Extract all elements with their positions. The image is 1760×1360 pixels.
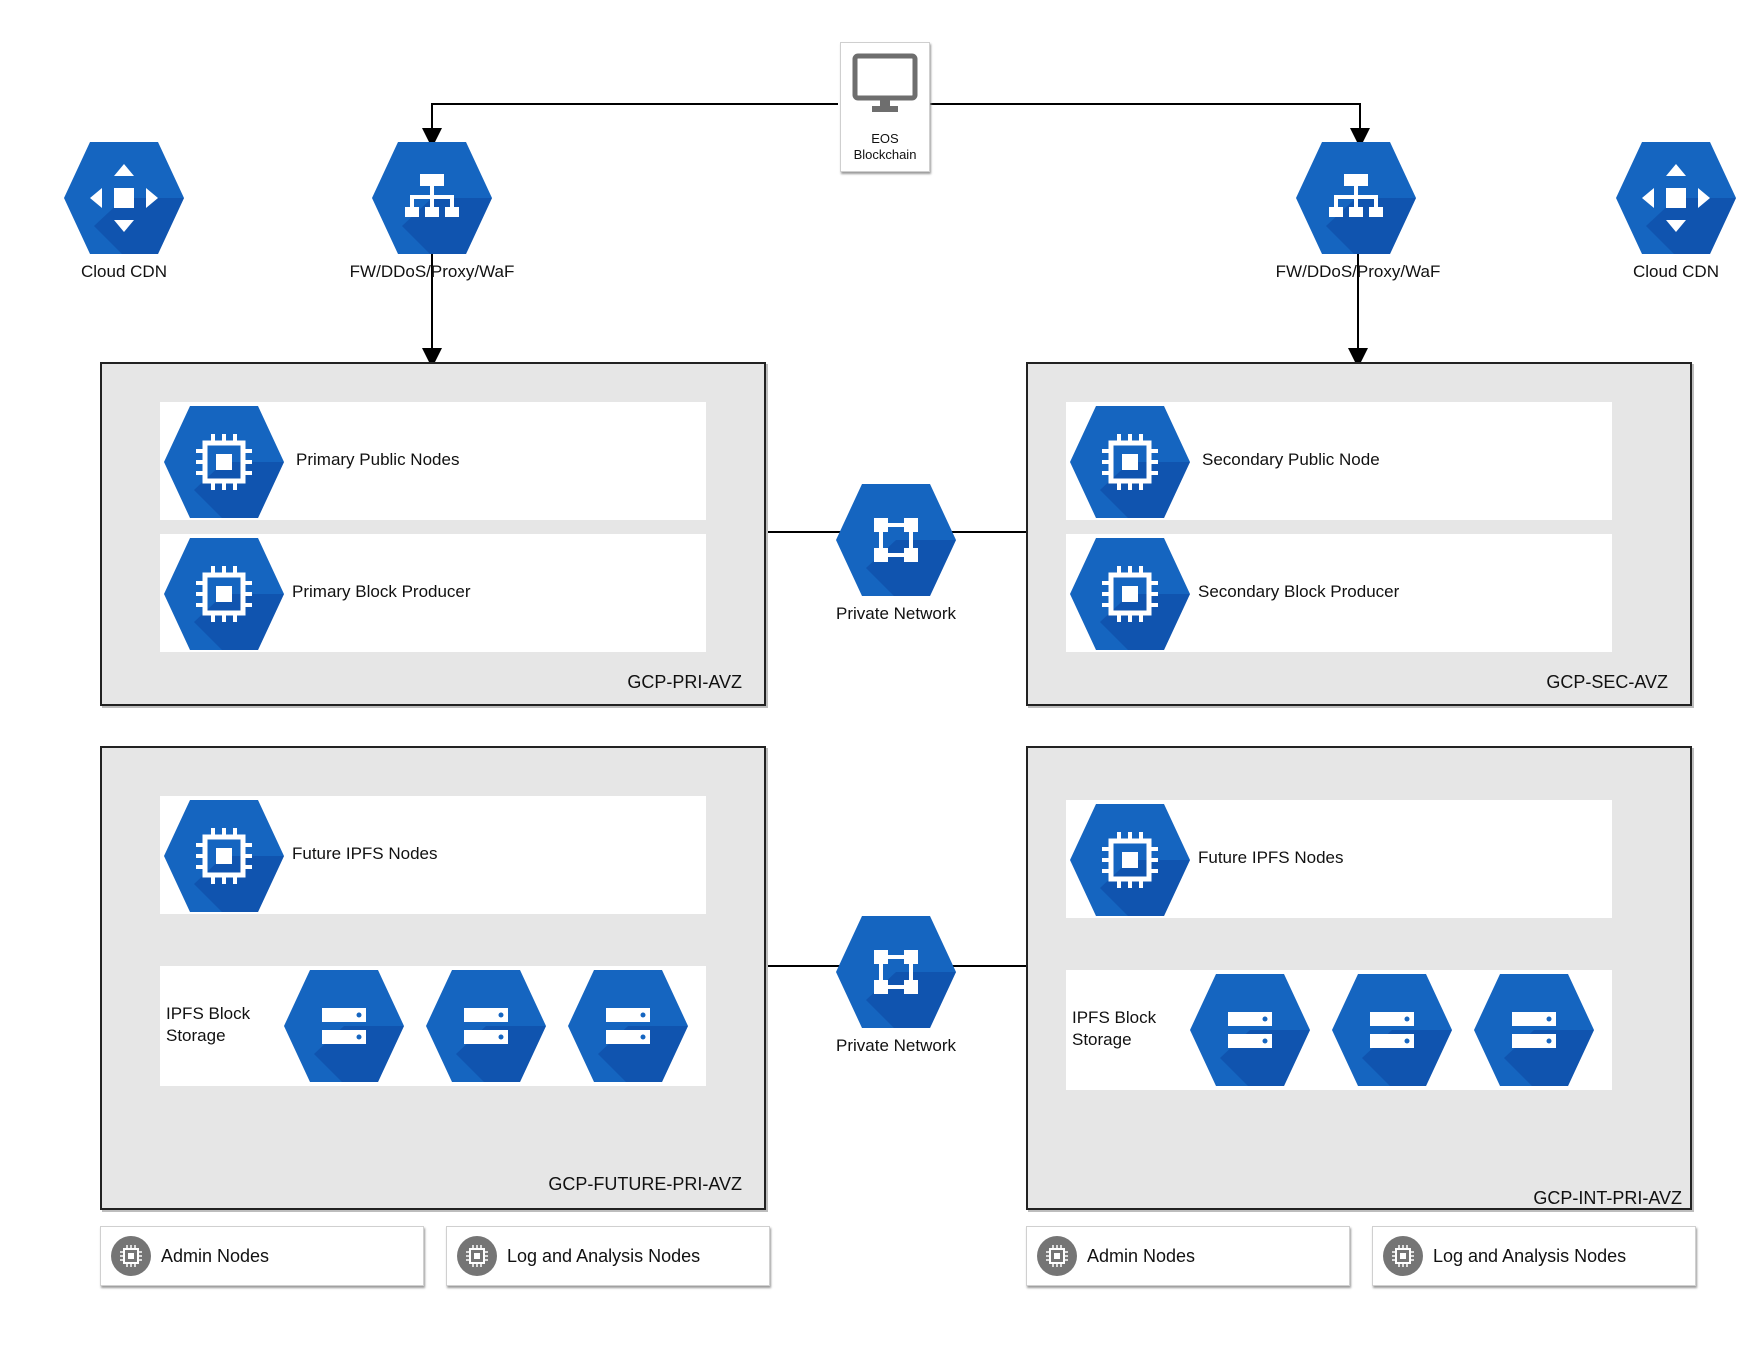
row-ipfs-block-storage[interactable]: IPFS Block Storage xyxy=(1066,970,1612,1090)
cdn-left-label: Cloud CDN xyxy=(81,262,167,281)
legend-log-analysis-nodes-right[interactable]: Log and Analysis Nodes xyxy=(1372,1226,1696,1286)
load-balancer-icon[interactable] xyxy=(368,140,496,256)
row-secondary-public-node[interactable]: Secondary Public Node xyxy=(1066,402,1612,520)
row-future-ipfs-nodes[interactable]: Future IPFS Nodes xyxy=(160,796,706,914)
legend-admin-nodes-left[interactable]: Admin Nodes xyxy=(100,1226,424,1286)
zone-name: GCP-PRI-AVZ xyxy=(627,672,742,692)
legend-label: Admin Nodes xyxy=(1087,1246,1196,1266)
cdn-icon[interactable] xyxy=(1612,140,1740,256)
fw-right-label: FW/DDoS/Proxy/WaF xyxy=(1275,262,1441,281)
compute-chip-icon xyxy=(1066,536,1194,652)
row-future-ipfs-nodes[interactable]: Future IPFS Nodes xyxy=(1066,800,1612,918)
chip-icon xyxy=(1037,1236,1077,1276)
legend-label: Admin Nodes xyxy=(161,1246,270,1266)
private-network-lower-label: Private Network xyxy=(836,1036,956,1055)
cdn-right-label: Cloud CDN xyxy=(1633,262,1719,281)
storage-icon xyxy=(1470,972,1598,1088)
storage-label-line2: Storage xyxy=(166,1026,226,1045)
row-label: Secondary Public Node xyxy=(1202,450,1380,469)
row-primary-public-nodes[interactable]: Primary Public Nodes xyxy=(160,402,706,520)
row-label: Future IPFS Nodes xyxy=(1198,848,1344,867)
eos-blockchain-node[interactable]: EOS Blockchain xyxy=(840,42,930,172)
chip-icon xyxy=(111,1236,151,1276)
compute-chip-icon xyxy=(160,798,288,914)
monitor-icon xyxy=(852,53,918,112)
private-network-icon[interactable] xyxy=(832,914,960,1030)
zone-gcp-sec-avz: Secondary Public Node Secondary Block Pr… xyxy=(1026,362,1692,706)
legend-label: Log and Analysis Nodes xyxy=(1433,1246,1627,1266)
zone-name: GCP-FUTURE-PRI-AVZ xyxy=(548,1174,742,1194)
zone-name: GCP-SEC-AVZ xyxy=(1546,672,1668,692)
zone-gcp-future-pri-avz: Future IPFS Nodes IPFS Block Storage GCP… xyxy=(100,746,766,1210)
storage-icon xyxy=(1186,972,1314,1088)
zone-name: GCP-INT-PRI-AVZ xyxy=(1533,1188,1682,1208)
eos-label-line1: EOS xyxy=(871,131,899,146)
legend-label: Log and Analysis Nodes xyxy=(507,1246,701,1266)
compute-chip-icon xyxy=(160,404,288,520)
load-balancer-icon[interactable] xyxy=(1292,140,1420,256)
chip-icon xyxy=(1383,1236,1423,1276)
storage-icon xyxy=(422,968,550,1084)
chip-icon xyxy=(457,1236,497,1276)
compute-chip-icon xyxy=(1066,404,1194,520)
row-secondary-block-producer[interactable]: Secondary Block Producer xyxy=(1066,534,1612,652)
storage-icon xyxy=(1328,972,1456,1088)
row-label: Secondary Block Producer xyxy=(1198,582,1400,601)
zone-gcp-pri-avz: Primary Public Nodes Primary Block Produ… xyxy=(100,362,766,706)
storage-label-line2: Storage xyxy=(1072,1030,1132,1049)
storage-icon xyxy=(280,968,408,1084)
row-label: Primary Public Nodes xyxy=(296,450,460,469)
row-label: Future IPFS Nodes xyxy=(292,844,438,863)
compute-chip-icon xyxy=(1066,802,1194,918)
legend-log-analysis-nodes-left[interactable]: Log and Analysis Nodes xyxy=(446,1226,770,1286)
row-ipfs-block-storage[interactable]: IPFS Block Storage xyxy=(160,966,706,1086)
fw-left-label: FW/DDoS/Proxy/WaF xyxy=(349,262,515,281)
storage-label-line1: IPFS Block xyxy=(166,1004,251,1023)
legend-admin-nodes-right[interactable]: Admin Nodes xyxy=(1026,1226,1350,1286)
storage-label-line1: IPFS Block xyxy=(1072,1008,1157,1027)
zone-gcp-int-pri-avz: Future IPFS Nodes IPFS Block Storage GCP… xyxy=(1026,746,1692,1210)
row-primary-block-producer[interactable]: Primary Block Producer xyxy=(160,534,706,652)
compute-chip-icon xyxy=(160,536,288,652)
cdn-icon[interactable] xyxy=(60,140,188,256)
private-network-icon[interactable] xyxy=(832,482,960,598)
row-label: Primary Block Producer xyxy=(292,582,471,601)
private-network-upper-label: Private Network xyxy=(836,604,956,623)
eos-label-line2: Blockchain xyxy=(853,147,917,162)
storage-icon xyxy=(564,968,692,1084)
